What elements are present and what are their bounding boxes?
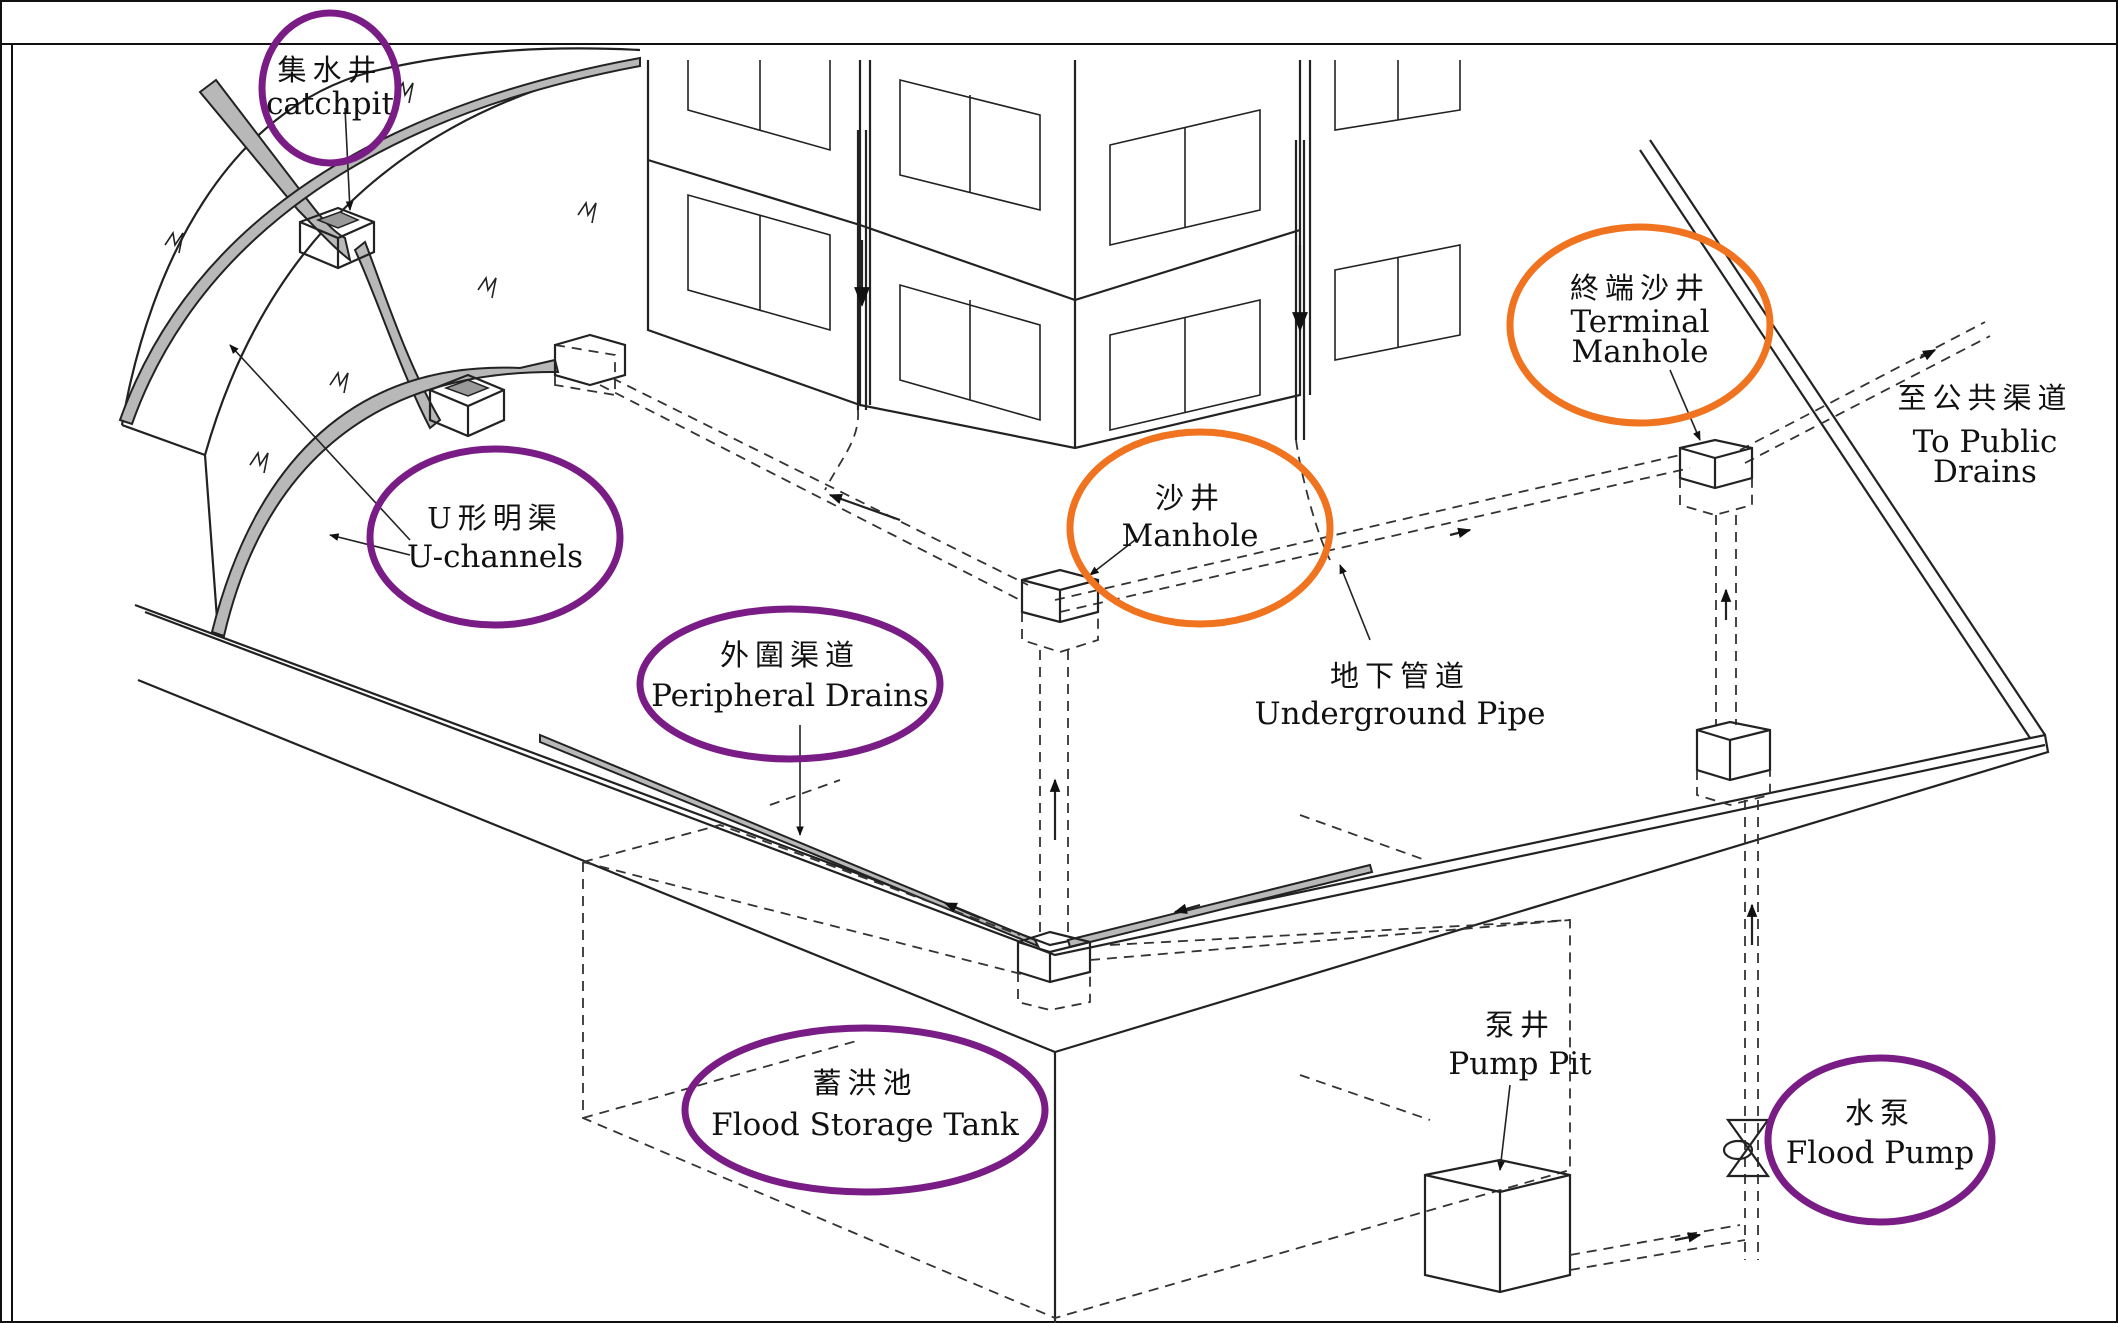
underground-pipes — [553, 321, 1991, 1323]
highlight-u-channels — [366, 445, 624, 629]
label-underground-pipe: 地下管道 Underground Pipe — [1254, 659, 1545, 732]
label-catchpit: 集水井 catchpit — [266, 53, 394, 122]
svg-text:U-channels: U-channels — [407, 539, 583, 575]
svg-text:集水井: 集水井 — [277, 53, 382, 87]
svg-text:U形明渠: U形明渠 — [427, 501, 562, 535]
catchpit-box-upper — [298, 206, 376, 270]
svg-text:To Public: To Public — [1913, 424, 2058, 460]
svg-text:catchpit: catchpit — [266, 86, 394, 122]
svg-text:沙井: 沙井 — [1155, 481, 1225, 515]
svg-text:Terminal: Terminal — [1570, 304, 1709, 340]
svg-text:Underground Pipe: Underground Pipe — [1254, 696, 1545, 732]
svg-text:Peripheral Drains: Peripheral Drains — [651, 678, 929, 714]
highlight-manhole — [1066, 428, 1334, 628]
highlight-annotations — [258, 9, 1996, 1226]
highlight-terminal-manhole — [1506, 223, 1774, 427]
highlight-flood-pump — [1764, 1054, 1996, 1226]
svg-text:Drains: Drains — [1933, 454, 2037, 490]
svg-text:終端沙井: 終端沙井 — [1570, 271, 1710, 305]
label-flood-pump: 水泵 Flood Pump — [1786, 1096, 1975, 1171]
label-flood-storage-tank: 蓄洪池 Flood Storage Tank — [711, 1066, 1019, 1143]
svg-text:地下管道: 地下管道 — [1330, 659, 1470, 693]
svg-text:泵井: 泵井 — [1485, 1008, 1555, 1042]
peripheral-drain-channels — [539, 733, 1374, 949]
svg-text:Flood Storage Tank: Flood Storage Tank — [711, 1107, 1019, 1143]
svg-text:水泵: 水泵 — [1845, 1096, 1915, 1130]
svg-text:外圍渠道: 外圍渠道 — [720, 638, 860, 672]
label-terminal-manhole: 終端沙井 Terminal Manhole — [1570, 271, 1710, 370]
label-to-public-drains: 至公共渠道 To Public Drains — [1897, 381, 2072, 490]
label-peripheral-drains: 外圍渠道 Peripheral Drains — [651, 638, 929, 714]
building — [646, 60, 1461, 450]
label-pump-pit: 泵井 Pump Pit — [1448, 1008, 1592, 1082]
label-u-channels: U形明渠 U-channels — [407, 501, 583, 575]
svg-text:Flood Pump: Flood Pump — [1786, 1135, 1975, 1171]
svg-text:Pump Pit: Pump Pit — [1448, 1046, 1592, 1082]
label-manhole: 沙井 Manhole — [1121, 481, 1258, 554]
svg-text:Manhole: Manhole — [1571, 334, 1708, 370]
svg-text:蓄洪池: 蓄洪池 — [812, 1066, 917, 1100]
leader-lines — [229, 107, 1701, 1171]
svg-text:Manhole: Manhole — [1121, 518, 1258, 554]
highlight-peripheral-drains — [636, 605, 944, 763]
highlight-catchpit — [258, 9, 402, 167]
svg-text:至公共渠道: 至公共渠道 — [1897, 381, 2072, 415]
catchpit-box-lower — [428, 373, 506, 438]
highlight-flood-storage-tank — [681, 1024, 1049, 1196]
